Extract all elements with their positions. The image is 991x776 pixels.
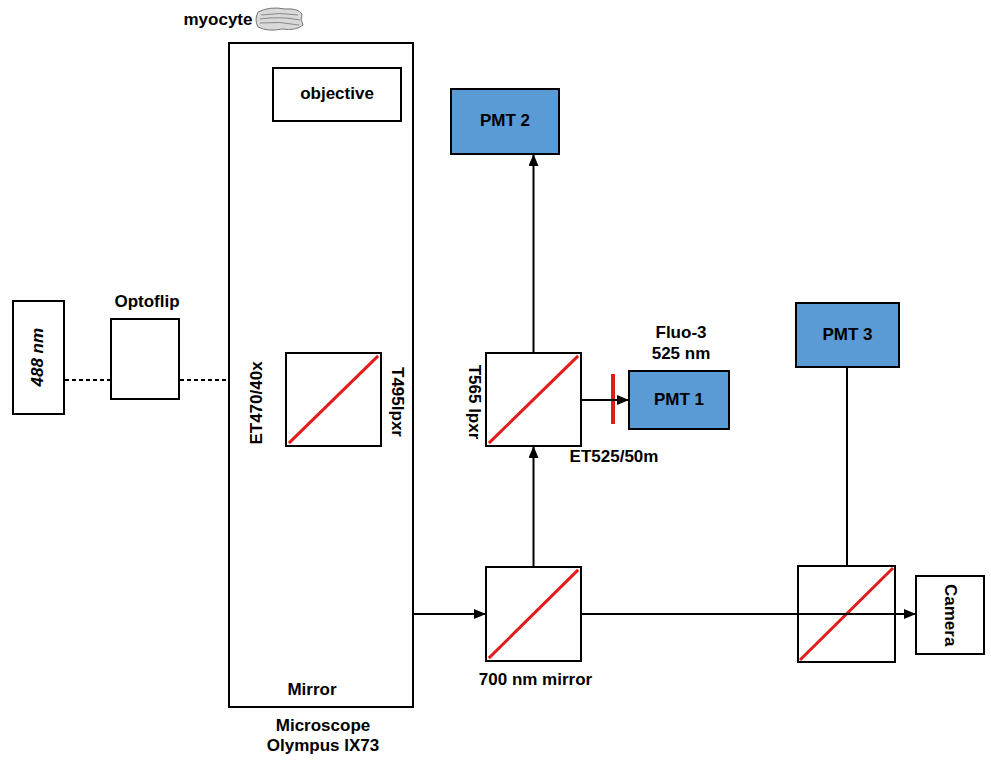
sample-label: myocyte [184, 10, 253, 30]
text-label: Fluo-3 525 nm [641, 323, 721, 364]
text-label: Optoflip [114, 292, 179, 312]
light-path [582, 399, 628, 401]
text-label: objective [300, 84, 374, 104]
dichroic-line [487, 354, 580, 445]
text-label: T565 lpxr [464, 364, 484, 439]
text-label: Camera [940, 584, 960, 646]
light-path [65, 379, 110, 381]
text-holder: 488 nm [14, 302, 63, 413]
dichroic-line [287, 354, 380, 445]
label-holder: ET470/40x [247, 361, 267, 444]
text-holder: Fluo-3 525 nm [641, 323, 721, 364]
text-holder: PMT 3 [797, 304, 898, 366]
text-label: Microscope Olympus IX73 [248, 716, 398, 757]
label-holder: Mirror [287, 680, 336, 700]
filter-label: ET470/40x [247, 361, 267, 444]
camera-box: Camera [915, 575, 985, 655]
light-path [533, 447, 535, 566]
light-path [533, 155, 535, 352]
dichroic-cube: T495lpxr [285, 352, 382, 447]
pmt-box: PMT 3 [795, 302, 900, 368]
dichroic-cube: 700 nm mirror [485, 566, 582, 662]
light-path [582, 613, 915, 615]
text-label: 700 nm mirror [479, 670, 592, 690]
dichroic-line [487, 568, 580, 660]
text-label: 488 nm [28, 328, 48, 387]
optoflip-box: Optoflip [110, 318, 180, 400]
myocyte-icon [256, 8, 303, 30]
text-holder: T565 lpxr [464, 364, 484, 439]
objective-box: objective [272, 67, 402, 122]
text-holder: PMT 2 [452, 90, 558, 153]
text-holder: Microscope Olympus IX73 [248, 716, 398, 757]
pmt-box: Fluo-3 525 nmPMT 1 [628, 370, 730, 430]
pmt-box: PMT 2 [450, 88, 560, 155]
text-label: PMT 2 [480, 111, 530, 131]
text-holder: Optoflip [114, 292, 179, 312]
text-holder: T495lpxr [387, 367, 407, 437]
label-holder: myocyte [184, 10, 253, 30]
label-holder: ET525/50m [570, 447, 659, 467]
text-holder: Camera [917, 577, 983, 653]
laser-box: 488 nm [12, 300, 65, 415]
text-holder: objective [274, 69, 400, 120]
text-label: T495lpxr [387, 367, 407, 437]
dichroic-cube: T565 lpxr [485, 352, 582, 447]
text-label: PMT 3 [822, 325, 872, 345]
text-holder: PMT 1 [630, 372, 728, 428]
mirror-label: Mirror [287, 680, 336, 700]
filter-label: ET525/50m [570, 447, 659, 467]
text-label: PMT 1 [654, 390, 704, 410]
text-holder: 700 nm mirror [479, 670, 592, 690]
